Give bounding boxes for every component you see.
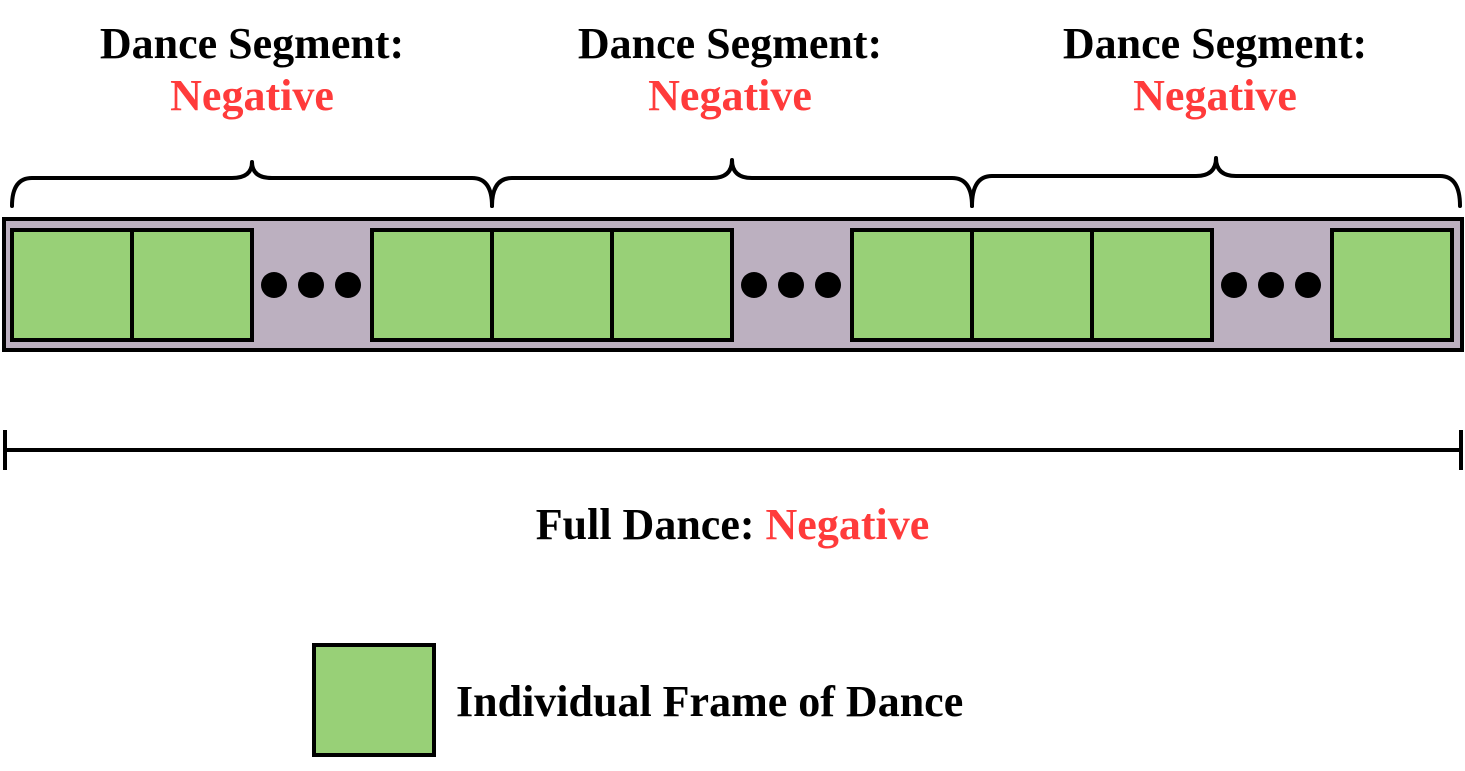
segment-heading: Dance Segment:: [1062, 19, 1368, 68]
segment-result: Negative: [1133, 71, 1297, 120]
frame-8: [1090, 228, 1214, 342]
segment-brace-1: [10, 160, 494, 208]
segment-label-3: Dance Segment: Negative: [985, 18, 1445, 122]
segment-heading: Dance Segment:: [99, 19, 405, 68]
full-dance-label: Full Dance: Negative: [0, 498, 1465, 552]
frame-5: [610, 228, 734, 342]
segment-heading: Dance Segment:: [577, 19, 883, 68]
segment-brace-3: [970, 156, 1462, 208]
frame-4: [490, 228, 614, 342]
frame-3: [370, 228, 494, 342]
ellipsis-dots-icon: [1221, 272, 1321, 298]
frame-1: [10, 228, 134, 342]
frame-2: [130, 228, 254, 342]
segment-label-1: Dance Segment: Negative: [22, 18, 482, 122]
full-dance-result: Negative: [765, 500, 930, 549]
frame-6: [850, 228, 974, 342]
full-dance-heading: Full Dance:: [535, 500, 755, 549]
segment-label-2: Dance Segment: Negative: [500, 18, 960, 122]
legend-frame-swatch: [312, 643, 436, 757]
frame-9: [1330, 228, 1454, 342]
segment-result: Negative: [648, 71, 812, 120]
frame-7: [970, 228, 1094, 342]
segment-brace-2: [490, 158, 974, 208]
ellipsis-dots-icon: [741, 272, 841, 298]
legend-label: Individual Frame of Dance: [456, 677, 964, 726]
ellipsis-dots-icon: [261, 272, 361, 298]
segment-result: Negative: [170, 71, 334, 120]
